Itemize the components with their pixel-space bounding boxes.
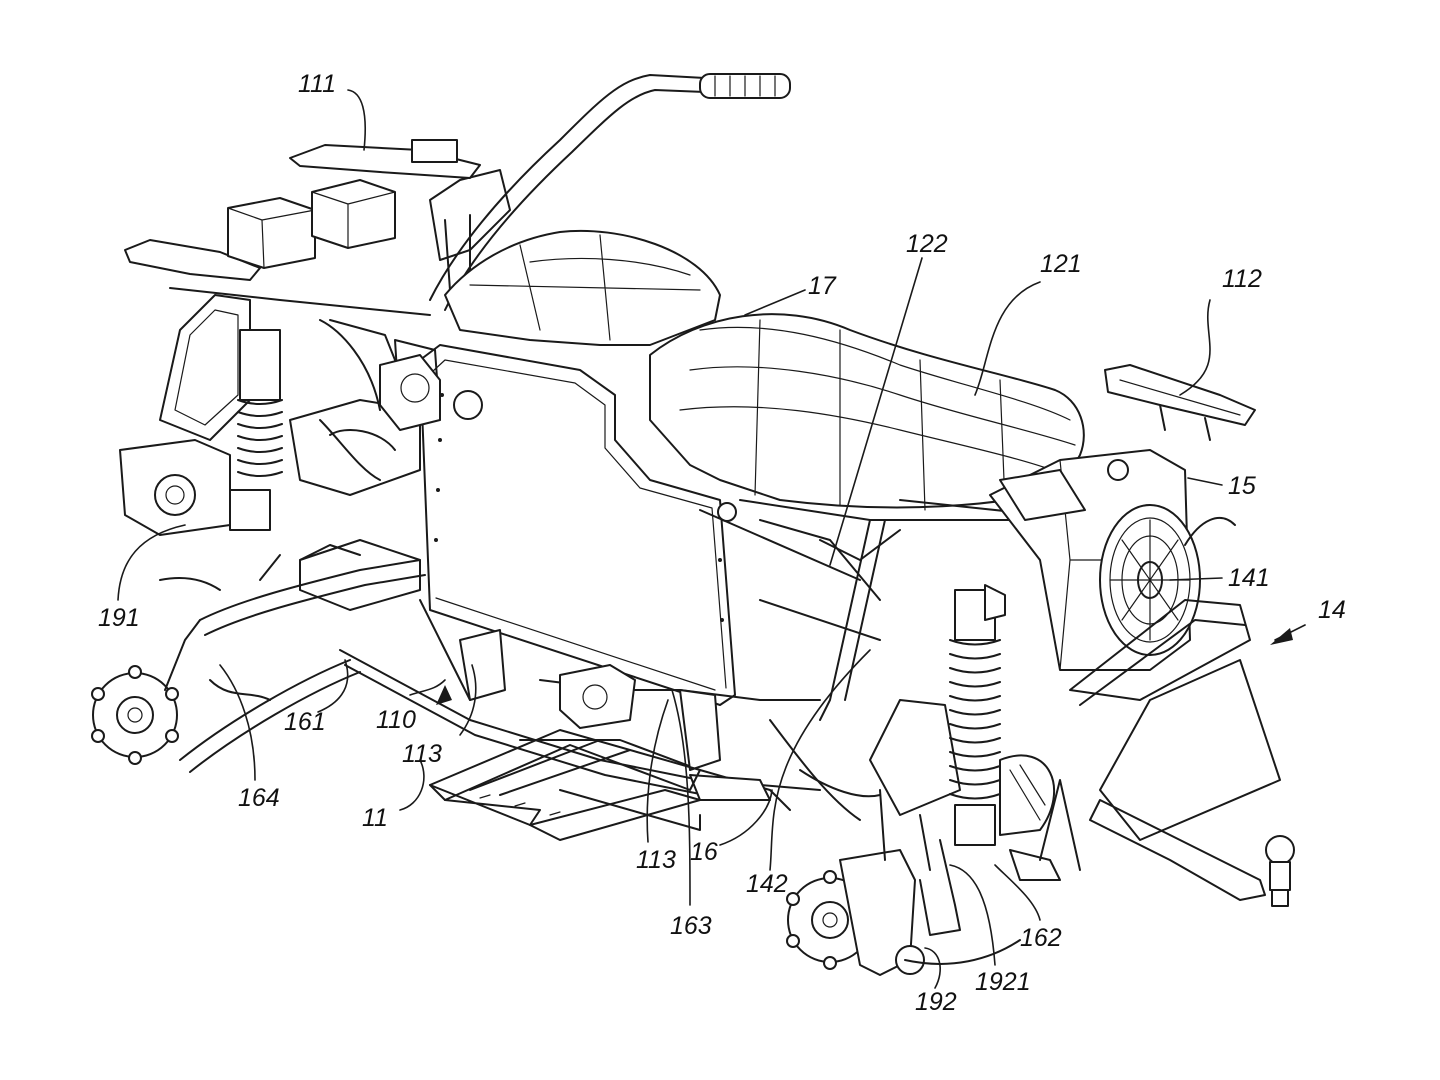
label-121: 121 [1040, 250, 1082, 278]
left-footrest-rack [124, 139, 481, 316]
label-14: 14 [1318, 596, 1346, 624]
front-control-boxes [227, 179, 396, 269]
leader-113-right [646, 699, 669, 843]
front-suspension-arms [159, 544, 426, 773]
leader-191 [117, 524, 186, 601]
front-tray [429, 729, 701, 841]
rear-shock [949, 584, 1056, 846]
front-left-wheel-hub [91, 619, 201, 765]
label-113-right: 113 [636, 846, 676, 874]
label-141: 141 [1228, 564, 1270, 592]
leader-110 [409, 679, 446, 696]
leader-112 [1179, 299, 1211, 396]
leader-121 [974, 281, 1041, 396]
label-191: 191 [98, 604, 140, 632]
label-161: 161 [284, 708, 326, 736]
leader-lines [117, 89, 1306, 989]
front-seat-cowl [444, 229, 721, 346]
cooling-fan [1099, 504, 1236, 656]
leader-15 [1187, 477, 1223, 486]
label-113-left: 113 [402, 740, 442, 768]
front-left-panel [159, 294, 251, 441]
leader-1921 [949, 864, 996, 966]
label-142: 142 [746, 870, 788, 898]
leader-122 [829, 257, 923, 566]
label-110: 110 [376, 706, 416, 734]
label-163: 163 [670, 912, 712, 940]
leader-113-left [459, 664, 477, 736]
central-enclosure [319, 319, 737, 706]
right-footrest-rack [1104, 364, 1256, 441]
rear-wheel-hub [786, 849, 925, 976]
leader-163 [671, 689, 691, 906]
label-11: 11 [362, 804, 388, 832]
leader-111 [347, 89, 367, 151]
front-frame [119, 319, 421, 611]
label-164: 164 [238, 784, 280, 812]
main-seat [649, 313, 1085, 511]
label-17: 17 [808, 272, 837, 300]
leader-17 [744, 289, 806, 316]
leader-16 [719, 789, 773, 846]
label-192: 192 [915, 988, 957, 1016]
leader-141 [1169, 577, 1223, 581]
leader-192 [924, 947, 941, 989]
leader-142 [769, 649, 871, 871]
leader-161 [317, 659, 349, 713]
leader-110-arrow [436, 685, 452, 705]
label-162: 162 [1020, 924, 1062, 952]
rear-suspension-arms [769, 699, 1081, 965]
reference-numerals: 111 17 122 121 112 15 141 14 191 161 110… [98, 70, 1346, 1016]
main-frame [699, 499, 1091, 721]
leader-14-arrow [1270, 624, 1306, 645]
label-15: 15 [1228, 472, 1256, 500]
leader-11 [399, 759, 425, 811]
label-112: 112 [1222, 265, 1262, 293]
rear-bumper-hitch [1069, 599, 1295, 907]
handlebar [429, 73, 791, 311]
label-111: 111 [298, 70, 336, 98]
label-16: 16 [690, 838, 718, 866]
leader-164 [219, 664, 256, 781]
label-122: 122 [906, 230, 948, 258]
label-1921: 1921 [975, 968, 1031, 996]
leader-162 [994, 864, 1041, 921]
vehicle-line-art [91, 73, 1295, 976]
